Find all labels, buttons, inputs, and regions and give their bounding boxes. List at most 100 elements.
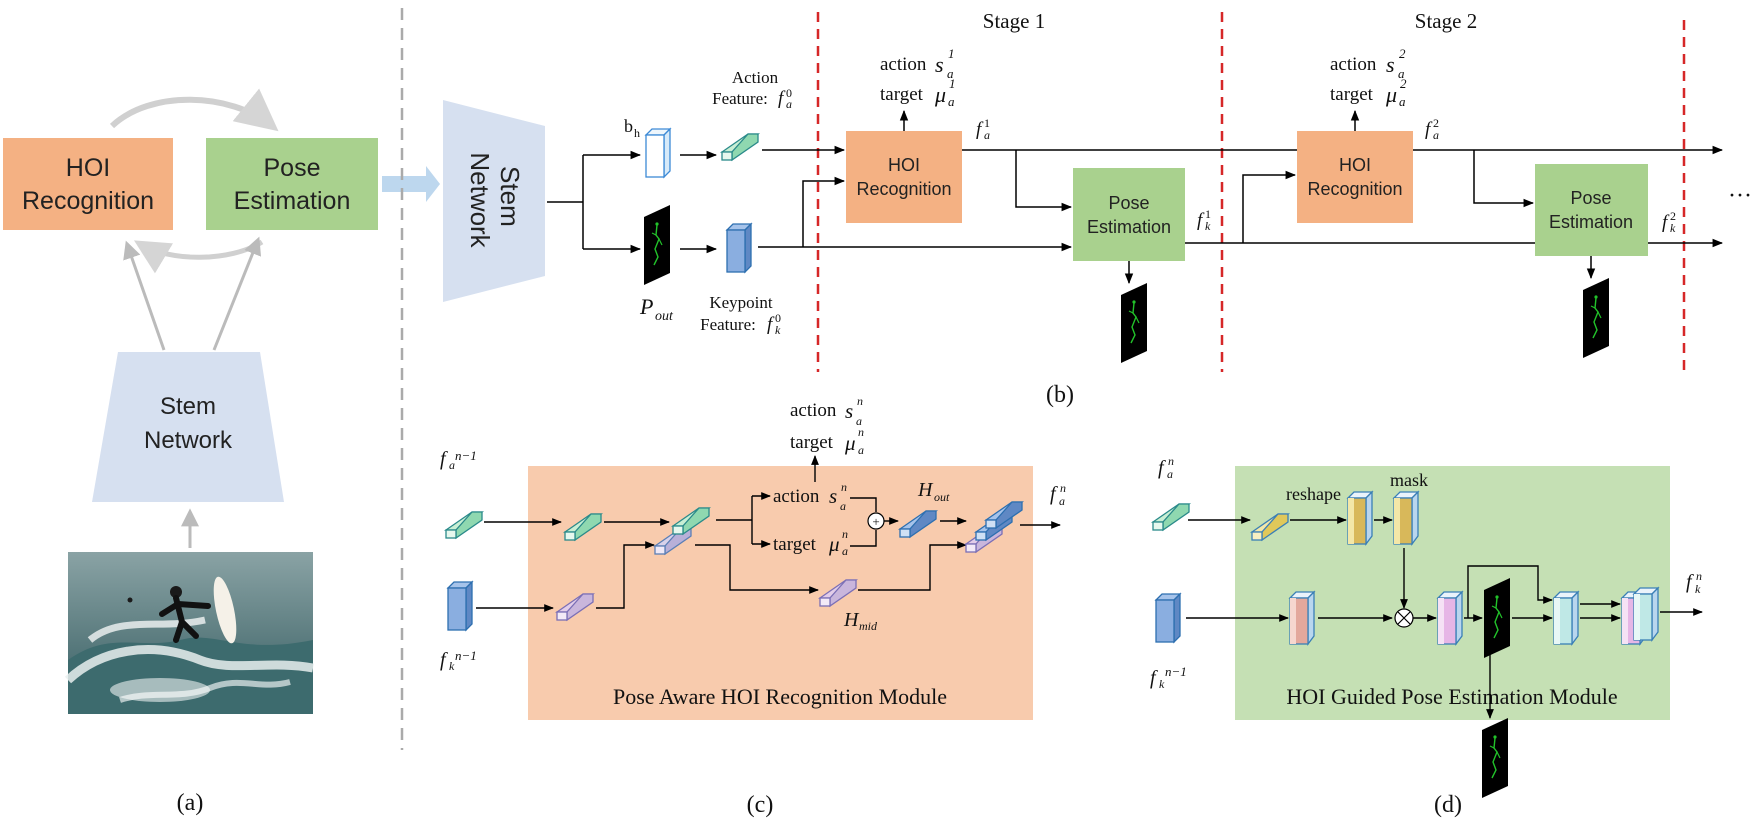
panel-b: Stem Network b h P out Action Feature: f… bbox=[443, 9, 1752, 408]
svg-text:f: f bbox=[1197, 210, 1205, 231]
svg-text:0: 0 bbox=[775, 311, 781, 325]
hoi-s2-label-1: HOI bbox=[1339, 155, 1371, 175]
stage2-label: Stage 2 bbox=[1415, 9, 1477, 33]
output-cube-d-2 bbox=[1633, 587, 1659, 641]
pose-estimation-stage2 bbox=[1535, 164, 1648, 256]
pose-label-a-2: Estimation bbox=[234, 187, 351, 215]
pose-aware-module-title: Pose Aware HOI Recognition Module bbox=[613, 684, 947, 709]
hoi-s1-label-1: HOI bbox=[888, 155, 920, 175]
svg-text:a: a bbox=[856, 414, 862, 428]
action-c-label: action bbox=[773, 486, 820, 507]
svg-text:f: f bbox=[1686, 571, 1694, 593]
arrow-stem-to-pose bbox=[212, 236, 262, 351]
svg-text:1: 1 bbox=[984, 116, 990, 130]
svg-text:a: a bbox=[984, 128, 990, 142]
svg-text:n−1: n−1 bbox=[455, 648, 477, 663]
svg-text:a: a bbox=[858, 443, 864, 457]
svg-text:Stem Network: Stem Network bbox=[465, 152, 525, 248]
pose-s1-label-1: Pose bbox=[1108, 193, 1149, 213]
pout-heatmap bbox=[643, 204, 671, 286]
svg-text:a: a bbox=[786, 97, 792, 111]
svg-text:a: a bbox=[449, 458, 455, 472]
svg-text:2: 2 bbox=[1433, 116, 1439, 130]
target-c-label: target bbox=[773, 534, 817, 555]
svg-text:μ: μ bbox=[1385, 82, 1397, 107]
svg-text:f: f bbox=[767, 314, 775, 335]
svg-text:1: 1 bbox=[949, 76, 956, 91]
svg-text:1: 1 bbox=[1205, 207, 1211, 221]
svg-text:n: n bbox=[1060, 481, 1066, 495]
bh-sub: h bbox=[634, 126, 640, 140]
pose-label-a-1: Pose bbox=[264, 154, 321, 182]
pose-s2-label-2: Estimation bbox=[1549, 212, 1633, 232]
svg-text:n−1: n−1 bbox=[1165, 664, 1187, 679]
masked-feature-cube bbox=[1437, 591, 1463, 645]
svg-text:2: 2 bbox=[1670, 209, 1676, 223]
bh-label: b bbox=[624, 116, 633, 136]
caption-c: (c) bbox=[747, 792, 774, 818]
svg-text:0: 0 bbox=[786, 86, 792, 100]
stem-label-a-1: Stem bbox=[160, 393, 216, 420]
svg-text:n−1: n−1 bbox=[455, 448, 477, 463]
mask-label: mask bbox=[1390, 470, 1428, 490]
svg-text:f: f bbox=[440, 649, 448, 671]
action-s2-label: action bbox=[1330, 54, 1377, 75]
svg-text:a: a bbox=[948, 94, 955, 109]
svg-text:s: s bbox=[829, 484, 837, 508]
stem-network-a bbox=[92, 352, 284, 502]
svg-text:f: f bbox=[1158, 457, 1166, 479]
pout-sub: out bbox=[655, 309, 674, 324]
svg-text:s: s bbox=[845, 399, 853, 423]
h-mid-label: H bbox=[843, 609, 860, 631]
caption-b: (b) bbox=[1046, 382, 1074, 408]
hoi-s1-label-2: Recognition bbox=[856, 179, 951, 199]
svg-text:f: f bbox=[440, 448, 448, 470]
svg-text:k: k bbox=[1205, 219, 1211, 233]
svg-text:f: f bbox=[778, 88, 786, 109]
svg-text:a: a bbox=[1398, 66, 1405, 81]
svg-text:k: k bbox=[1159, 677, 1165, 691]
continuation-ellipsis: ··· bbox=[1728, 183, 1752, 209]
caption-d: (d) bbox=[1434, 792, 1462, 818]
action-s1-label: action bbox=[880, 54, 927, 75]
svg-text:a: a bbox=[1433, 128, 1439, 142]
svg-text:k: k bbox=[775, 323, 781, 337]
svg-text:s: s bbox=[935, 52, 944, 77]
hoi-guided-module-title: HOI Guided Pose Estimation Module bbox=[1286, 684, 1617, 709]
action-feature-label-2: Feature: bbox=[712, 89, 768, 108]
svg-text:f: f bbox=[1050, 483, 1058, 505]
svg-text:n: n bbox=[858, 425, 864, 439]
svg-text:μ: μ bbox=[844, 431, 856, 455]
mask-cube bbox=[1393, 491, 1419, 545]
arrow-a-to-b bbox=[382, 166, 440, 202]
svg-text:2: 2 bbox=[1400, 76, 1407, 91]
stem-network-b bbox=[443, 100, 545, 302]
pose-aware-module-box bbox=[528, 466, 1033, 720]
h-out-label: H bbox=[917, 479, 934, 501]
heatmap-stage1 bbox=[1120, 282, 1148, 364]
keypoint-feature-label-1: Keypoint bbox=[709, 293, 773, 312]
svg-text:n: n bbox=[841, 480, 847, 494]
pout-label: P bbox=[639, 294, 653, 319]
svg-text:2: 2 bbox=[1399, 46, 1406, 61]
svg-text:a: a bbox=[1399, 94, 1406, 109]
h-out-sub: out bbox=[934, 490, 950, 504]
svg-text:a: a bbox=[840, 499, 846, 513]
stem-label-b-2: Network bbox=[465, 152, 495, 248]
svg-text:s: s bbox=[1386, 52, 1395, 77]
bh-feature-cube bbox=[645, 128, 671, 178]
svg-text:μ: μ bbox=[934, 82, 946, 107]
curved-arrow-bottom bbox=[133, 239, 264, 274]
hoi-label-a-2: Recognition bbox=[22, 187, 154, 215]
h-mid-sub: mid bbox=[859, 619, 878, 633]
svg-text:k: k bbox=[1695, 582, 1701, 596]
action-feature-cube bbox=[721, 133, 759, 161]
svg-text:μ: μ bbox=[828, 532, 840, 556]
input-keypoint-feature-d bbox=[1155, 593, 1181, 643]
action-feature-label-1: Action bbox=[732, 68, 779, 87]
heatmap-d-output bbox=[1481, 717, 1509, 799]
reshape-label: reshape bbox=[1286, 484, 1341, 504]
stage1-label: Stage 1 bbox=[983, 9, 1045, 33]
pose-s2-label-1: Pose bbox=[1570, 188, 1611, 208]
